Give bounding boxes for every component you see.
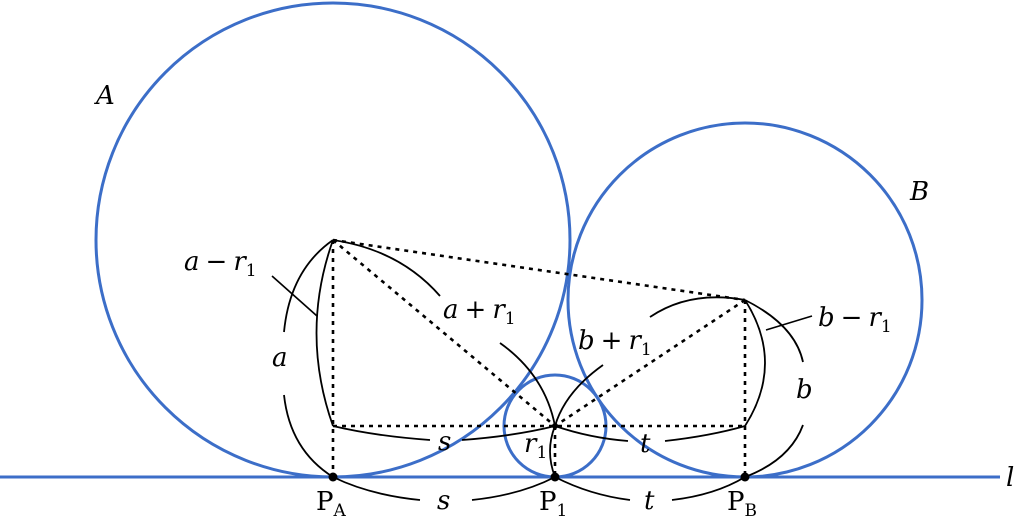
- arc-t-upper-left: [554, 425, 629, 442]
- label-b-minus-r1: b−r1: [818, 303, 892, 337]
- arc-b-top: [744, 299, 804, 363]
- point-PA: [328, 472, 338, 482]
- arc-a-plus-r1-top: [332, 239, 441, 297]
- arc-a-minus-r1: [315, 239, 334, 427]
- arc-b-plus-r1-bottom: [554, 364, 604, 427]
- center-line-AB: [332, 238, 746, 302]
- arc-s-upper-left: [332, 425, 431, 441]
- arc-s-lower-left: [332, 476, 421, 501]
- label-PA: PA: [316, 487, 347, 519]
- label-PB: PB: [727, 487, 757, 519]
- label-b-plus-r1: b+r1: [578, 326, 652, 360]
- point-center-r1: [552, 423, 558, 429]
- label-circle-A: A: [94, 81, 115, 111]
- construction-lines: [331, 238, 747, 477]
- arc-t-lower-right: [671, 476, 746, 501]
- label-r1: r1: [524, 429, 547, 463]
- arc-r1: [549, 425, 556, 478]
- arc-t-upper-right: [664, 425, 746, 442]
- label-t-lower: t: [644, 486, 655, 516]
- label-line-l: l: [1006, 463, 1014, 493]
- point-P1: [550, 472, 560, 482]
- arc-b-bottom: [744, 424, 804, 478]
- label-a-minus-r1: a−r1: [184, 247, 257, 281]
- arc-s-lower-right: [471, 476, 556, 501]
- arc-s-upper-right: [461, 425, 556, 441]
- label-s-upper: s: [438, 427, 451, 457]
- point-PB: [740, 472, 750, 482]
- label-a-plus-r1: a+r1: [443, 295, 516, 329]
- line-A-to-r1: [332, 239, 556, 427]
- arc-a-bottom: [283, 394, 334, 478]
- label-circle-B: B: [909, 177, 929, 207]
- label-t-upper: t: [640, 429, 651, 459]
- leader-a-minus-r1: [271, 275, 318, 317]
- arc-b-minus-r1: [744, 299, 766, 427]
- arc-t-lower-left: [554, 476, 631, 501]
- measure-arcs: [283, 239, 804, 501]
- arc-b-plus-r1-top: [649, 296, 746, 318]
- label-a: a: [272, 343, 288, 373]
- arc-a-top: [283, 239, 334, 333]
- leader-b-minus-r1: [765, 315, 813, 331]
- points: [328, 423, 750, 482]
- arc-a-plus-r1-bottom: [499, 342, 556, 427]
- label-b: b: [796, 375, 813, 405]
- label-P1: P1: [539, 487, 567, 519]
- label-s-lower: s: [437, 486, 450, 516]
- line-B-to-r1: [554, 298, 746, 428]
